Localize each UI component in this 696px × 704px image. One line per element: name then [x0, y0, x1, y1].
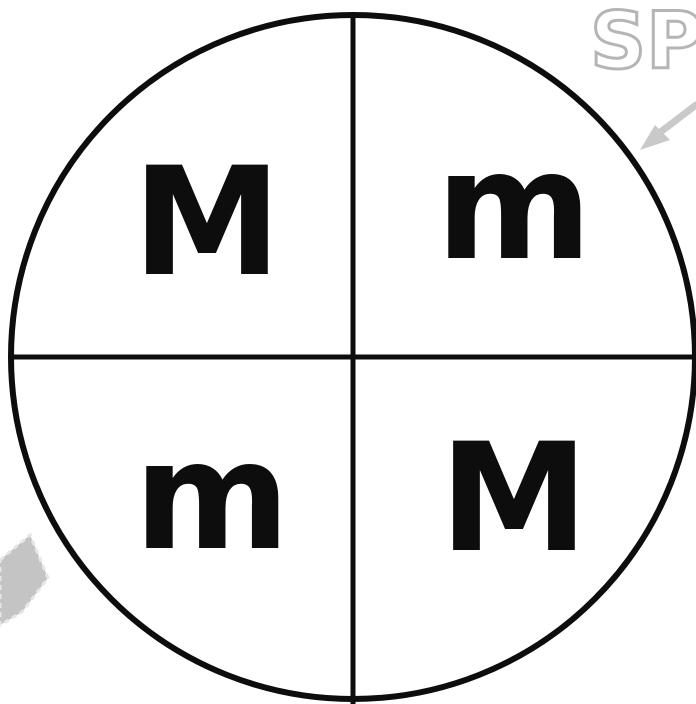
- arrow-icon: [640, 105, 696, 150]
- quadrant-bottom-left-letter: m: [134, 410, 290, 584]
- quadrant-bottom-right-letter: M: [439, 412, 588, 586]
- quadrant-top-left-letter: M: [132, 136, 281, 310]
- decorative-gray-shape: [0, 535, 48, 625]
- quadrant-top-right-letter: m: [436, 120, 592, 294]
- corner-outline-text: SP: [590, 0, 696, 87]
